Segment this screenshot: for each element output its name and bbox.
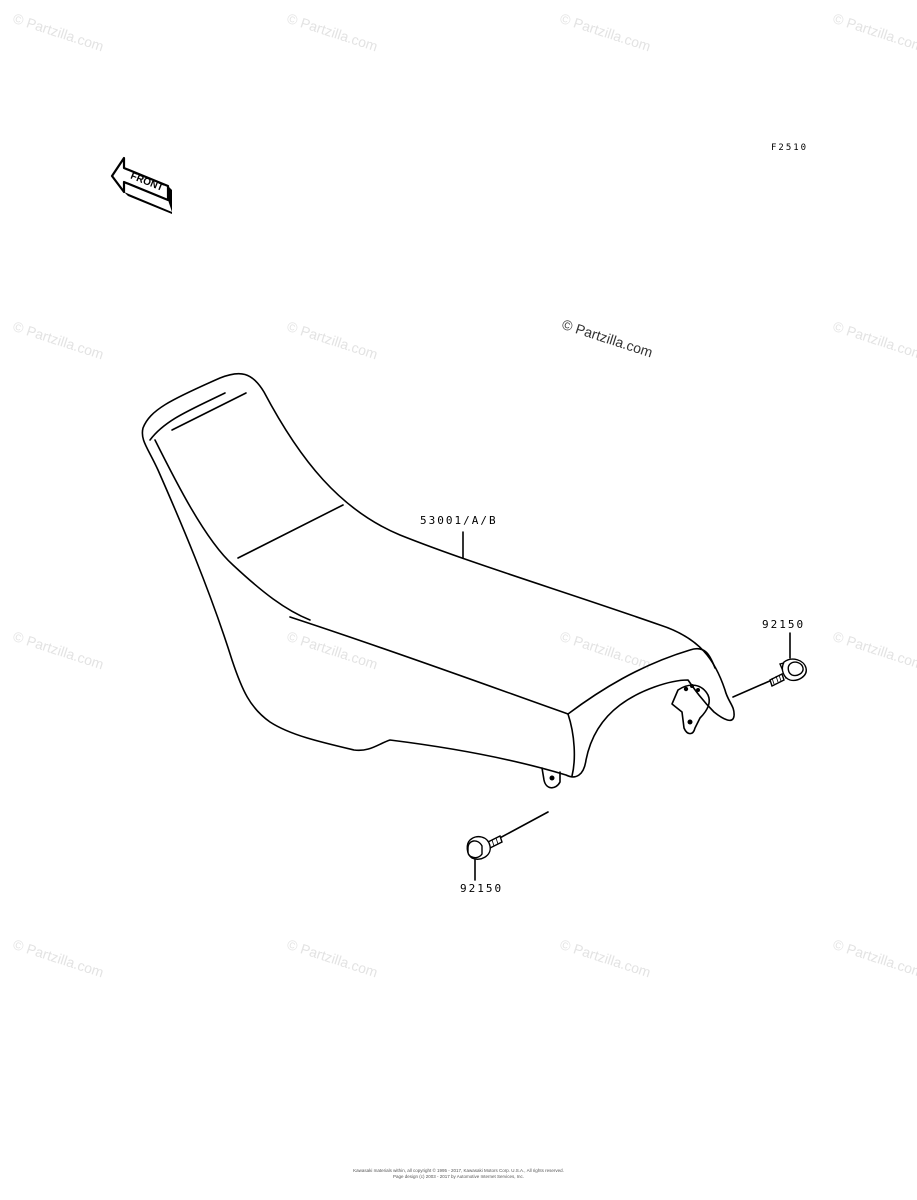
part-label-seat: 53001/A/B: [420, 514, 498, 527]
part-label-bolt-left: 92150: [460, 882, 504, 895]
seat-outline: [141, 372, 735, 778]
copyright-line-1: Kawasaki materials within, all copyright…: [353, 1168, 564, 1173]
front-arrow-icon: FRONT: [110, 156, 172, 214]
part-label-bolt-right: 92150: [762, 618, 806, 631]
bolt-left-icon: [466, 835, 503, 860]
copyright-line-2: Page design (c) 2003 - 2017 by Automotiv…: [392, 1174, 525, 1179]
copyright-footer: Kawasaki materials within, all copyright…: [300, 1168, 617, 1180]
figure-code: F2510: [771, 143, 809, 153]
bolt-right-icon: [769, 658, 807, 687]
